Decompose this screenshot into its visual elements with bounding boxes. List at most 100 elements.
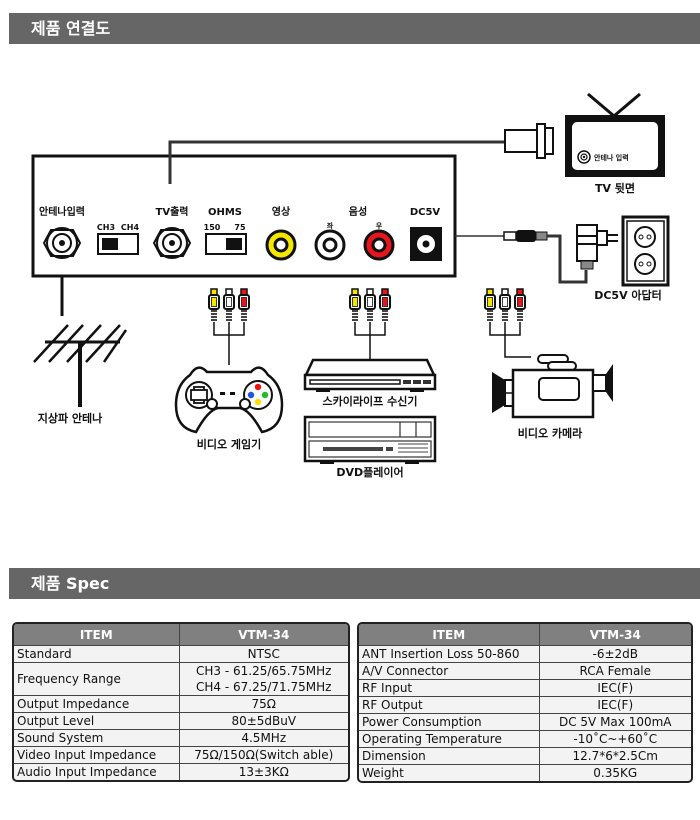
dc-plug-icon bbox=[503, 230, 548, 242]
port-label-tv-out: TV출력 bbox=[156, 205, 189, 218]
spec-table-right: ITEM VTM-34 ANT Insertion Loss 50-860-6±… bbox=[357, 622, 693, 783]
spec-item: ANT Insertion Loss 50-860 bbox=[359, 645, 540, 663]
tv-output-connector-icon bbox=[152, 227, 192, 259]
terrestrial-antenna-label: 지상파 안테나 bbox=[38, 411, 103, 425]
rca-plug-set-icon bbox=[349, 288, 391, 336]
spec-item: Dimension bbox=[359, 747, 540, 765]
spec-value: -6±2dB bbox=[539, 645, 691, 663]
spec-value: 4.5MHz bbox=[179, 729, 348, 747]
port-label-audio: 음성 bbox=[349, 205, 367, 218]
spec-value: RCA Female bbox=[539, 662, 691, 680]
dvd-player-icon bbox=[303, 415, 437, 464]
tv-icon: 안테나 입력 bbox=[565, 92, 665, 177]
rca-plug-set-icon bbox=[208, 288, 250, 336]
spec-item: Output Impedance bbox=[14, 695, 180, 713]
channel-switch[interactable] bbox=[97, 233, 139, 255]
spec-value: 75Ω/150Ω(Switch able) bbox=[179, 746, 348, 764]
table-row: ANT Insertion Loss 50-860-6±2dB bbox=[359, 645, 691, 663]
port-label-audio-left: 좌 bbox=[327, 221, 334, 230]
tv-antenna-input-label: 안테나 입력 bbox=[594, 153, 629, 162]
skylife-receiver-label: 스카이라이프 수신기 bbox=[323, 394, 418, 408]
column-header-item: ITEM bbox=[14, 624, 180, 646]
column-header-model: VTM-34 bbox=[539, 624, 691, 646]
rca-plug-icon bbox=[499, 288, 511, 321]
satellite-receiver-icon bbox=[303, 358, 437, 392]
switch-label-150: 150 bbox=[204, 223, 221, 232]
spec-value: DC 5V Max 100mA bbox=[539, 713, 691, 731]
power-adapter-icon bbox=[576, 224, 618, 270]
game-controller-icon bbox=[174, 366, 284, 434]
port-label-ohms: OHMS bbox=[208, 207, 242, 218]
spec-item: Video Input Impedance bbox=[14, 746, 180, 764]
rca-plug-icon bbox=[349, 288, 361, 321]
wall-outlet-icon bbox=[621, 215, 670, 287]
table-row: CH4 - 67.25/71.75MHz bbox=[14, 679, 348, 696]
spec-value: 13±3KΩ bbox=[179, 763, 348, 780]
rca-plug-set-icon bbox=[484, 288, 526, 336]
spec-item: Audio Input Impedance bbox=[14, 763, 180, 780]
spec-value: IEC(F) bbox=[539, 679, 691, 697]
spec-value: IEC(F) bbox=[539, 696, 691, 714]
spec-item: Standard bbox=[14, 645, 180, 663]
dvd-player-label: DVD플레이어 bbox=[336, 465, 403, 479]
audio-right-jack-icon bbox=[363, 229, 395, 261]
port-label-audio-right: 우 bbox=[376, 221, 383, 230]
rf-plug-icon bbox=[504, 123, 554, 159]
table-row: Operating Temperature-10˚C~+60˚C bbox=[359, 730, 691, 748]
spec-item: Weight bbox=[359, 764, 540, 781]
spec-item: Sound System bbox=[14, 729, 180, 747]
rca-plug-icon bbox=[364, 288, 376, 321]
terrestrial-antenna-icon bbox=[33, 324, 128, 407]
spec-item: A/V Connector bbox=[359, 662, 540, 680]
spec-value: 12.7*6*2.5Cm bbox=[539, 747, 691, 765]
section-title-spec: 제품 Spec bbox=[9, 568, 700, 599]
rca-plug-icon bbox=[208, 288, 220, 321]
rca-cable-groups bbox=[208, 288, 526, 336]
connection-diagram: 안테나 입력 TV 뒷면 안테나입력 CH3 CH4 TV출력 OHMS 150… bbox=[31, 92, 670, 479]
column-header-item: ITEM bbox=[359, 624, 540, 646]
spec-value: NTSC bbox=[179, 645, 348, 663]
video-game-label: 비디오 게임기 bbox=[197, 437, 262, 451]
rca-plug-icon bbox=[223, 288, 235, 321]
video-camera-label: 비디오 카메라 bbox=[518, 426, 583, 440]
switch-label-ch4: CH4 bbox=[121, 223, 140, 232]
video-jack-icon bbox=[265, 229, 297, 261]
antenna-input-connector-icon bbox=[42, 227, 82, 259]
dc-jack-icon bbox=[410, 227, 442, 261]
audio-left-jack-icon bbox=[314, 229, 346, 261]
spec-value: 80±5dBuV bbox=[179, 712, 348, 730]
spec-value: CH4 - 67.25/71.75MHz bbox=[196, 680, 332, 694]
column-header-model: VTM-34 bbox=[179, 624, 348, 646]
port-label-video: 영상 bbox=[272, 205, 291, 218]
rca-plug-icon bbox=[484, 288, 496, 321]
adapter-label: DC5V 아답터 bbox=[594, 288, 662, 302]
rca-plug-icon bbox=[379, 288, 391, 321]
ohms-switch[interactable] bbox=[205, 233, 247, 255]
spec-item: Operating Temperature bbox=[359, 730, 540, 748]
spec-item: Frequency Range bbox=[14, 662, 180, 696]
switch-label-ch3: CH3 bbox=[97, 223, 115, 232]
rca-plug-icon bbox=[238, 288, 250, 321]
spec-item: RF Input bbox=[359, 679, 540, 697]
spec-item: Output Level bbox=[14, 712, 180, 730]
spec-value: CH3 - 61.25/65.75MHz bbox=[179, 662, 348, 679]
spec-value: 0.35KG bbox=[539, 764, 691, 781]
spec-value: 75Ω bbox=[179, 695, 348, 713]
device-rear-panel bbox=[31, 154, 457, 278]
rca-plug-icon bbox=[514, 288, 526, 321]
tv-back-label: TV 뒷면 bbox=[595, 181, 635, 195]
video-camera-icon bbox=[492, 354, 613, 419]
